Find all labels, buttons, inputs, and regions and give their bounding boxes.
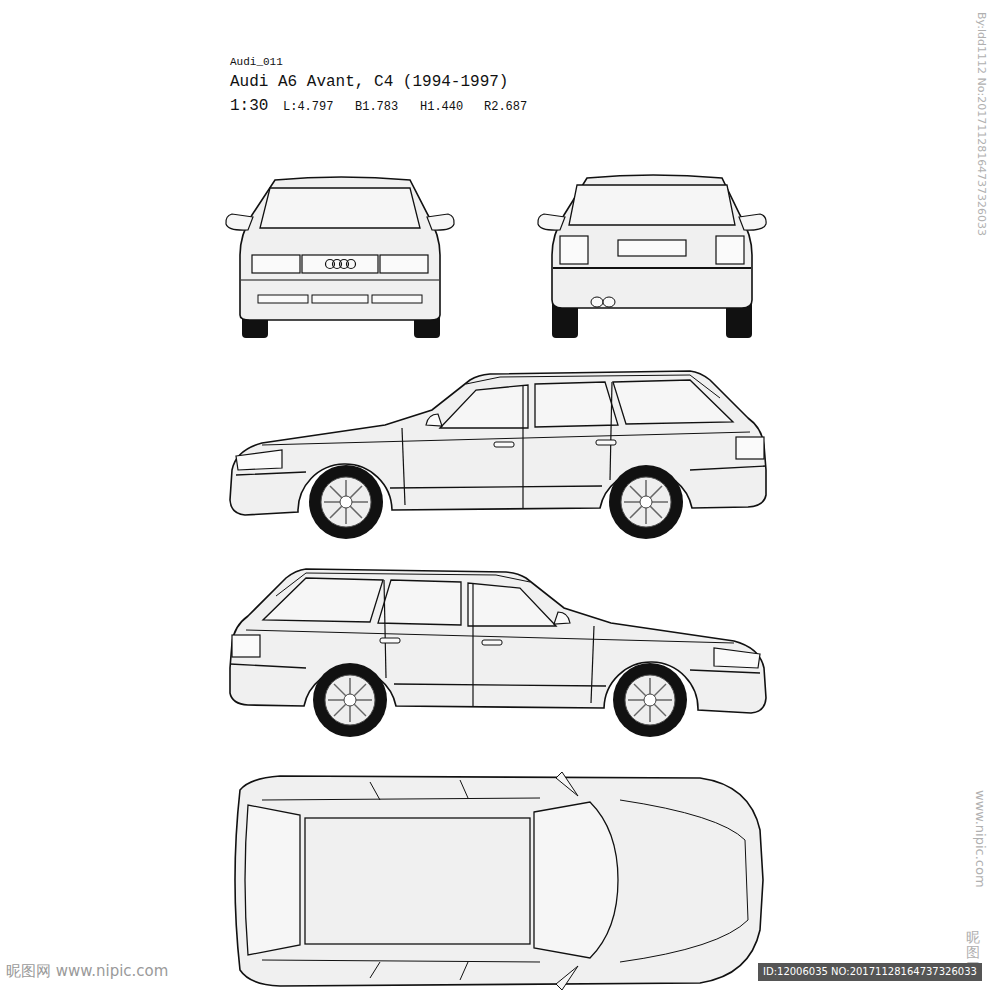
model-title: Audi A6 Avant, C4 (1994-1997) xyxy=(230,73,508,91)
watermark: By:ldd1112 No:20171128164737326033 xyxy=(974,12,987,236)
rear-view xyxy=(538,175,766,338)
front-view xyxy=(226,177,454,338)
drawing-code: Audi_011 xyxy=(230,56,283,69)
dimension: R2.687 xyxy=(484,101,527,115)
top-view xyxy=(235,772,763,990)
left-side-view xyxy=(230,371,766,539)
watermark: www.nipic.com xyxy=(972,790,987,888)
watermark-id: ID:12006035 NO:20171128164737326033 xyxy=(758,963,982,981)
dimension: H1.440 xyxy=(420,101,463,115)
dimension: B1.783 xyxy=(355,101,398,115)
watermark: 昵图网 www.nipic.com xyxy=(6,963,168,980)
right-side-view xyxy=(230,569,766,737)
dimension: L:4.797 xyxy=(283,101,333,115)
scale: 1:30 xyxy=(230,97,268,115)
